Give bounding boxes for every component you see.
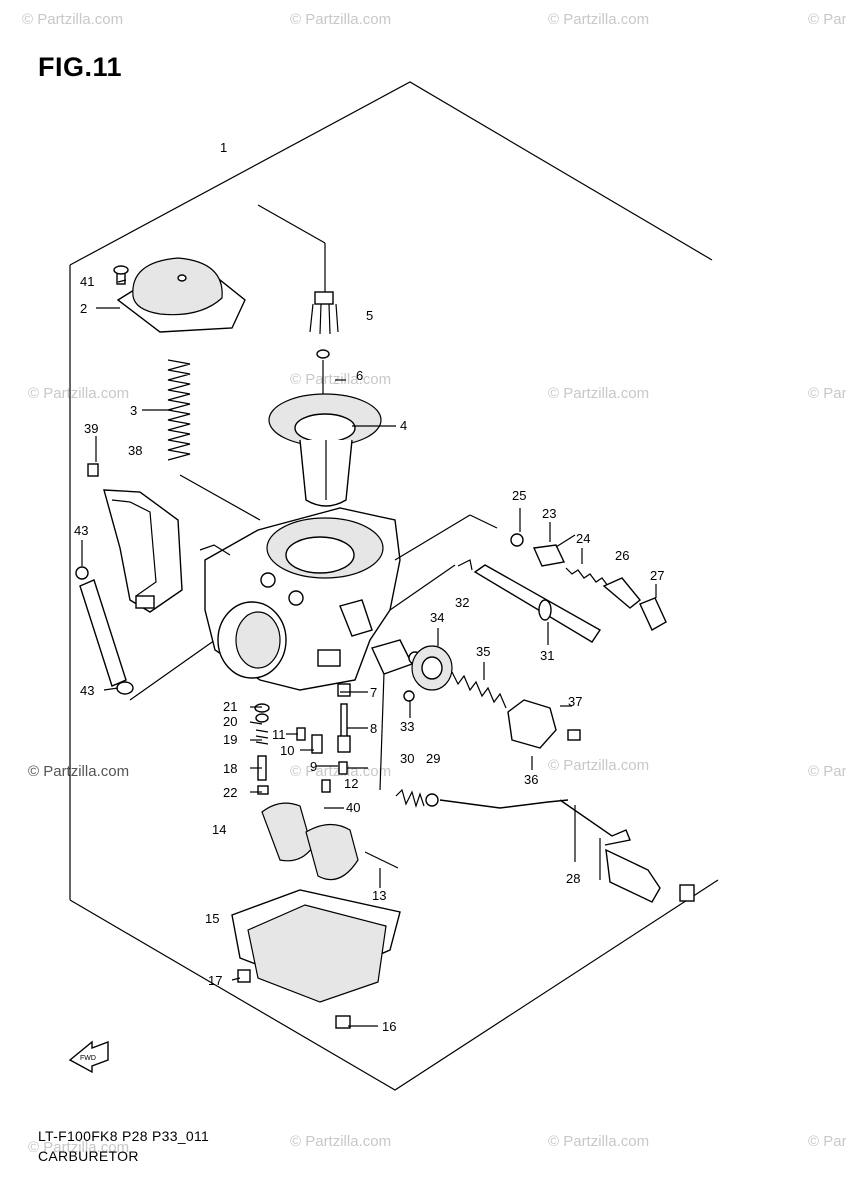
forward-arrow-icon: FWD <box>68 1040 109 1074</box>
watermark: © Partzilla.com <box>808 1133 846 1150</box>
part-label: 33 <box>400 719 414 734</box>
part-label: 40 <box>346 800 360 815</box>
part-label: 23 <box>542 506 556 521</box>
watermark: © Partzilla.com <box>548 11 649 28</box>
part-label: 8 <box>370 721 377 736</box>
part-label: 15 <box>205 911 219 926</box>
part-label: 11 <box>272 727 286 742</box>
part-label: 36 <box>524 772 538 787</box>
diagram-code: LT-F100FK8 P28 P33_011 <box>38 1128 210 1144</box>
watermark: © Partzilla.com <box>22 11 123 28</box>
part-label: 12 <box>344 776 358 791</box>
accelerator-pump-assembly <box>403 645 581 749</box>
carburetor-body <box>199 507 498 691</box>
throttle-linkage <box>379 672 695 903</box>
top-cover-part <box>113 257 246 333</box>
watermarks: © Partzilla.com © Partzilla.com © Partzi… <box>22 11 846 1156</box>
part-label: 9 <box>310 759 317 774</box>
figure-title: FIG.11 <box>38 52 123 82</box>
watermark: © Partzilla.com <box>808 11 846 28</box>
hose-part <box>457 559 602 643</box>
part-label: 39 <box>84 421 98 436</box>
part-label: 6 <box>356 368 363 383</box>
watermark: © Partzilla.com <box>808 385 846 402</box>
pilot-screw-assembly <box>510 533 667 631</box>
part-label: 43 <box>74 523 88 538</box>
needle-part <box>257 204 339 395</box>
jets-assembly <box>254 683 351 795</box>
part-label: 17 <box>208 973 222 988</box>
part-label: 10 <box>280 743 294 758</box>
part-label: 1 <box>220 140 227 155</box>
float-bowl-part <box>231 889 401 1029</box>
part-label: 21 <box>223 699 237 714</box>
part-labels: 1 2 41 3 4 5 6 7 8 9 10 11 12 13 14 15 1… <box>74 140 664 1034</box>
watermark: © Partzilla.com <box>548 385 649 402</box>
part-label: 19 <box>223 732 237 747</box>
part-label: 3 <box>130 403 137 418</box>
watermark: © Partzilla.com <box>28 385 129 402</box>
watermark: © Partzilla.com <box>548 1133 649 1150</box>
part-label: 22 <box>223 785 237 800</box>
part-label: 20 <box>223 714 237 729</box>
part-label: 2 <box>80 301 87 316</box>
watermark: © Partzilla.com <box>290 1133 391 1150</box>
part-label: 28 <box>566 871 580 886</box>
part-label: 30 <box>400 751 414 766</box>
watermark: © Partzilla.com <box>290 11 391 28</box>
part-label: 29 <box>426 751 440 766</box>
part-label: 16 <box>382 1019 396 1034</box>
watermark: © Partzilla.com <box>28 1139 129 1156</box>
watermark: © Partzilla.com <box>808 763 846 780</box>
side-bracket-part <box>75 463 261 701</box>
part-label: 5 <box>366 308 373 323</box>
part-label: 37 <box>568 694 582 709</box>
part-label: 34 <box>430 610 444 625</box>
watermark: © Partzilla.com <box>548 757 649 774</box>
part-label: 14 <box>212 822 226 837</box>
float-part <box>261 802 399 881</box>
part-label: 27 <box>650 568 664 583</box>
part-label: 25 <box>512 488 526 503</box>
leader-lines <box>81 279 657 1027</box>
part-label: 18 <box>223 761 237 776</box>
part-label: 24 <box>576 531 590 546</box>
part-label: 31 <box>540 648 554 663</box>
part-label: 26 <box>615 548 629 563</box>
part-label: 41 <box>80 274 94 289</box>
part-label: 4 <box>400 418 407 433</box>
assembly-boundary <box>69 81 719 1091</box>
diagram-name: CARBURETOR <box>38 1148 139 1164</box>
watermark: © Partzilla.com <box>28 763 129 780</box>
part-label: 35 <box>476 644 490 659</box>
part-label: 43 <box>80 683 94 698</box>
diaphragm-part <box>268 393 382 507</box>
part-label: 7 <box>370 685 377 700</box>
part-label: 13 <box>372 888 386 903</box>
part-label: 38 <box>128 443 142 458</box>
forward-arrow-label: FWD <box>80 1055 96 1062</box>
part-label: 32 <box>455 595 469 610</box>
